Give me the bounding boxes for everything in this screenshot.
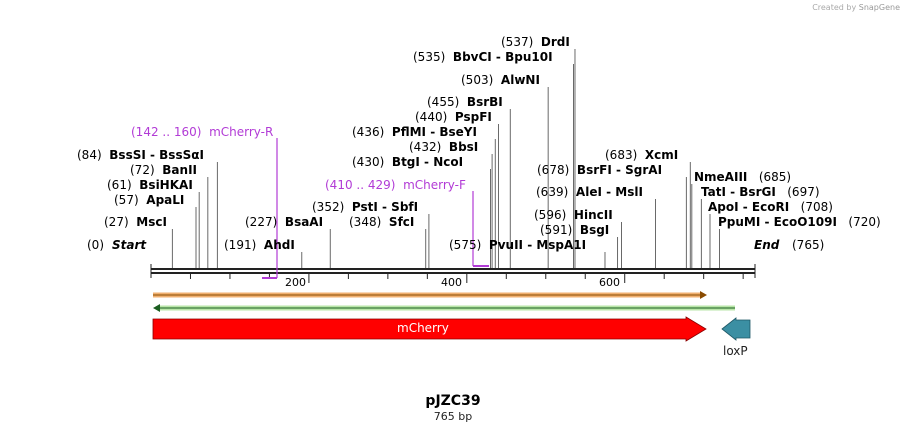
credit-brand: SnapGene	[858, 3, 900, 12]
credit-prefix: Created by	[812, 3, 857, 12]
site-label-alwNI: (503) AlwNI	[461, 73, 540, 87]
site-label-hincII: (596) HincII	[534, 208, 613, 222]
feature-loxp-arrow	[721, 317, 751, 341]
site-label-bsrFI: (678) BsrFI - SgrAI	[537, 163, 663, 177]
end-label: End	[754, 238, 780, 252]
site-label-btgI: (430) BtgI - NcoI	[352, 155, 464, 169]
snapgene-credit: Created by SnapGene	[812, 3, 900, 12]
ruler-tick-label: 200	[285, 276, 306, 289]
site-label-drdI: (537) DrdI	[501, 35, 570, 49]
ruler-tick-label: 400	[441, 276, 462, 289]
plasmid-title: pJZC39	[425, 393, 481, 409]
site-label-bsiHKAI: (61) BsiHKAI	[107, 178, 193, 192]
site-label-bbvCI: (535) BbvCI - Bpu10I	[413, 50, 553, 64]
site-label-bsaAI: (227) BsaAI	[245, 215, 324, 229]
start-label: Start	[112, 238, 147, 252]
orf-forward	[153, 291, 707, 299]
primer-mcherry-r-mark	[262, 138, 278, 279]
site-label-sfcI: (348) SfcI	[349, 215, 415, 229]
primer-label-mcherry-r: (142 .. 160) mCherry-R	[131, 125, 274, 139]
site-label-pflMI: (436) PflMI - BseYI	[352, 125, 477, 139]
site-label-bbsI: (432) BbsI	[409, 140, 479, 154]
site-label-apaLI: (57) ApaLI	[114, 193, 185, 207]
site-label-pvuII: (575) PvuII - MspA1I	[449, 238, 587, 252]
ruler-tick-label: 600	[599, 276, 620, 289]
site-label-ahdI: (191) AhdI	[224, 238, 295, 252]
orf-reverse	[153, 304, 735, 312]
feature-mcherry-arrow	[152, 316, 707, 342]
site-label-xcmI: (683) XcmI	[605, 148, 679, 162]
start-position: (0)	[87, 238, 104, 252]
ruler-ticks	[189, 274, 744, 283]
site-label-bssSI: (84) BssSI - BssSαI	[77, 148, 204, 162]
site-label-aleI: (639) AleI - MslI	[536, 185, 643, 199]
plasmid-length: 765 bp	[433, 410, 473, 423]
primer-label-mcherry-f: (410 .. 429) mCherry-F	[325, 178, 466, 192]
site-label-banII: (72) BanII	[130, 163, 197, 177]
site-label-bsrBI: (455) BsrBI	[427, 95, 503, 109]
primer-mcherry-f-mark	[472, 191, 489, 267]
feature-label-loxp: loxP	[723, 344, 748, 358]
site-label-pspFI: (440) PspFI	[415, 110, 492, 124]
end-position: (765)	[792, 238, 825, 252]
site-label-ppuMI: PpuMI - EcoO109I (720)	[718, 215, 881, 229]
site-label-nmeAIII: NmeAIII (685)	[694, 170, 792, 184]
feature-label-mcherry: mCherry	[397, 321, 449, 335]
site-label-pstI: (352) PstI - SbfI	[312, 200, 419, 214]
site-label-tatI: TatI - BsrGI (697)	[701, 185, 820, 199]
cut-site-lines	[171, 49, 720, 268]
site-label-bsgI: (591) BsgI	[540, 223, 610, 237]
site-label-apoI: ApoI - EcoRI (708)	[708, 200, 833, 214]
site-label-mscI: (27) MscI	[104, 215, 167, 229]
